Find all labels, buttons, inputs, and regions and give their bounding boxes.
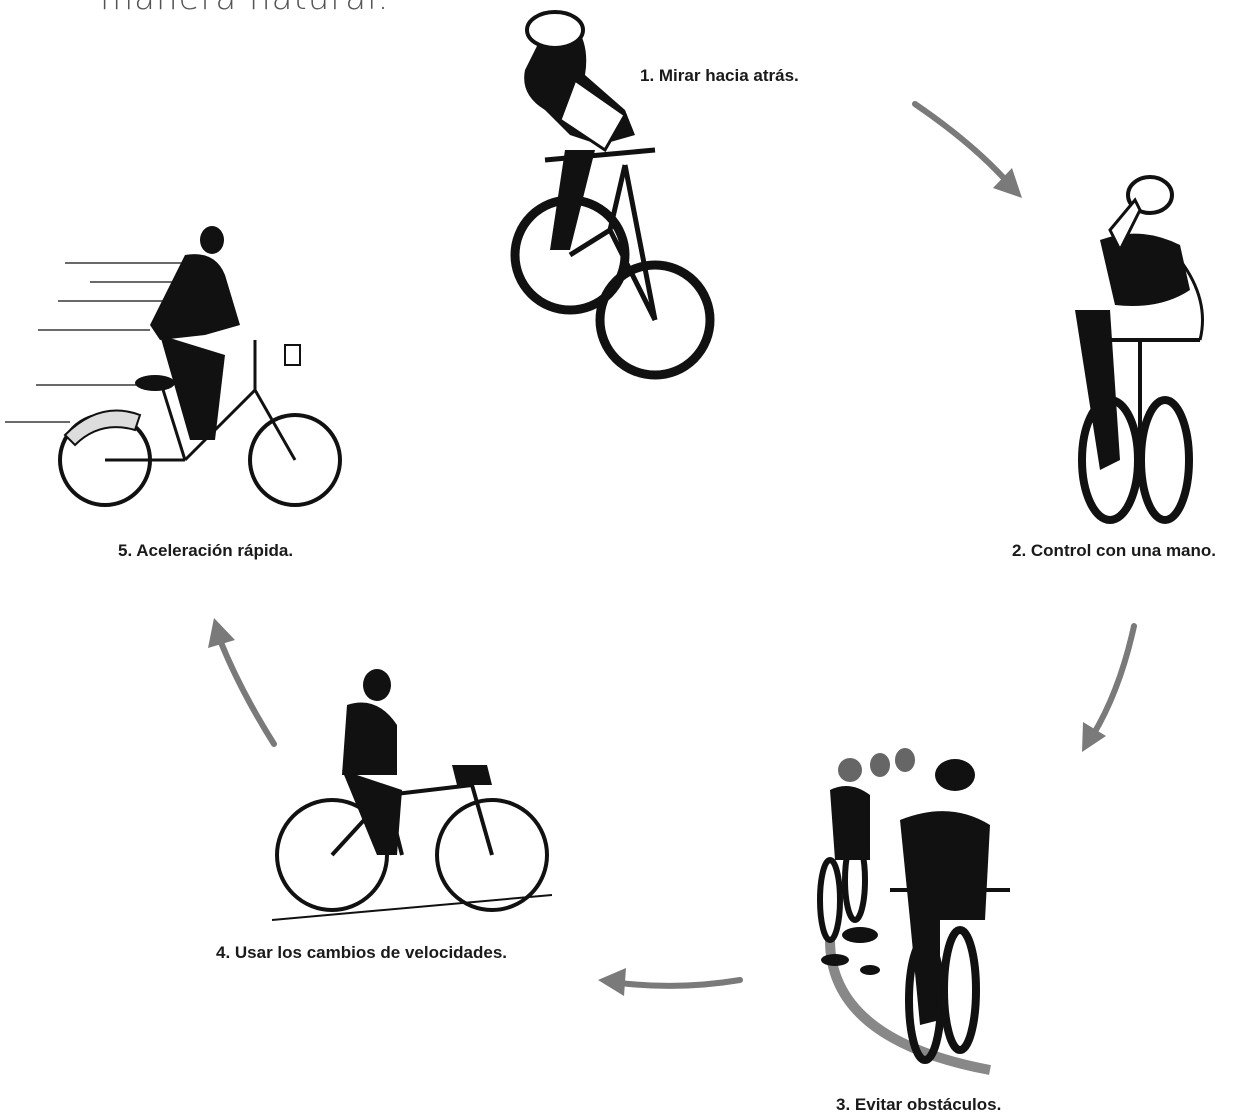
- step-4-label: 4. Usar los cambios de velocidades.: [216, 943, 507, 963]
- step-3-label: 3. Evitar obstáculos.: [836, 1095, 1001, 1115]
- arrow-2-to-3: [1093, 626, 1134, 735]
- cyclist-shifting-gears-illustration: [272, 655, 552, 925]
- arrow-1-to-2: [915, 104, 1010, 185]
- step-2-label: 2. Control con una mano.: [1012, 541, 1216, 561]
- cyclists-avoiding-obstacles-illustration: [790, 740, 1035, 1080]
- arrow-3-to-4-head: [598, 968, 626, 996]
- cyclist-fast-acceleration-illustration: [0, 215, 360, 525]
- step-5-label: 5. Aceleración rápida.: [118, 541, 293, 561]
- cyclist-one-hand-illustration: [1040, 170, 1225, 540]
- step-1-label: 1. Mirar hacia atrás.: [640, 66, 799, 86]
- cyclist-looking-back-illustration: [475, 0, 735, 390]
- arrow-4-to-5-head: [208, 618, 235, 648]
- arrow-2-to-3-head: [1082, 722, 1106, 752]
- arrow-4-to-5: [220, 640, 274, 744]
- arrow-3-to-4: [620, 980, 740, 986]
